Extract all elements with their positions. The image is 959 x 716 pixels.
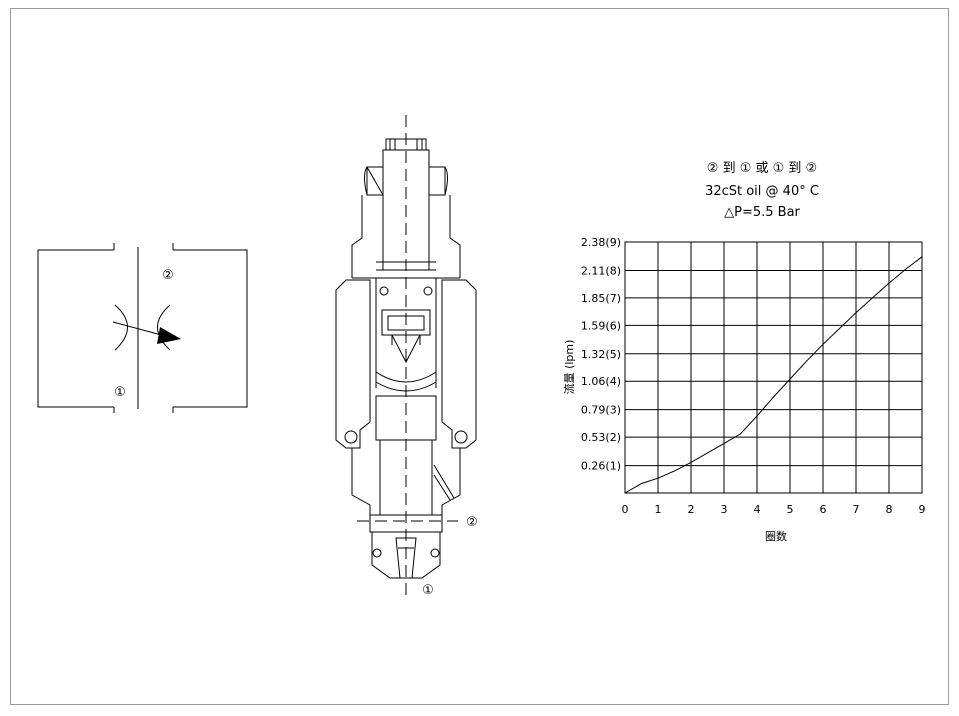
- x-tick-labels: 0 1 2 3 4 5 6 7 8 9: [622, 503, 926, 516]
- x-tick-label: 4: [754, 503, 761, 516]
- adjust-arrow-line: [112, 321, 166, 337]
- chart-title-line-3: △P=5.5 Bar: [724, 205, 800, 220]
- port-1-orifice: [395, 537, 417, 579]
- o-ring-lower-right: [430, 548, 440, 558]
- adjust-arrowhead-icon: [157, 327, 181, 344]
- y-tick-label: 0.53(2): [581, 431, 621, 444]
- symbol-right-box: [173, 249, 248, 408]
- y-axis-label: 流量 (lpm): [562, 340, 576, 395]
- x-tick-label: 5: [787, 503, 794, 516]
- symbol-left-box: [37, 249, 114, 408]
- symbol-port-1-label: ①: [114, 385, 126, 400]
- x-tick-label: 7: [853, 503, 860, 516]
- port-2-passage: [433, 464, 455, 499]
- x-tick-label: 1: [655, 503, 662, 516]
- lower-body: [351, 447, 461, 515]
- orifice-arc-right: [157, 304, 171, 351]
- spool-head: [381, 309, 431, 336]
- y-tick-label: 2.11(8): [581, 264, 621, 277]
- seat-curve: [375, 371, 437, 383]
- y-tick-label: 1.32(5): [581, 348, 621, 361]
- valve-symbol: ② ①: [37, 243, 248, 413]
- x-tick-label: 0: [622, 503, 629, 516]
- chart-grid: [624, 241, 923, 494]
- y-tick-label: 0.26(1): [581, 460, 621, 473]
- cutaway-port-2-label: ②: [466, 515, 478, 530]
- page-frame: [10, 8, 949, 705]
- x-tick-label: 2: [688, 503, 695, 516]
- o-ring-mid-right: [454, 430, 468, 444]
- middle-block: [375, 395, 437, 441]
- symbol-port-2-label: ②: [162, 268, 174, 283]
- y-tick-label: 1.59(6): [581, 319, 621, 332]
- cutaway-port-1-label: ①: [422, 583, 434, 598]
- chart-title-line-1: ② 到 ① 或 ① 到 ②: [707, 161, 817, 176]
- plot-border: [624, 241, 923, 494]
- cartridge-nose: [369, 514, 443, 533]
- y-tick-label: 1.06(4): [581, 375, 621, 388]
- y-tick-label: 0.79(3): [581, 404, 621, 417]
- housing-right: [441, 279, 477, 449]
- valve-cutaway: ② ①: [335, 115, 478, 600]
- upper-body: [351, 195, 461, 278]
- needle-tip: [391, 334, 421, 364]
- x-tick-label: 6: [820, 503, 827, 516]
- x-tick-label: 9: [919, 503, 926, 516]
- o-ring-lower-left: [372, 548, 382, 558]
- x-tick-label: 8: [886, 503, 893, 516]
- orifice-arc-left: [114, 304, 128, 351]
- o-ring-mid-left: [344, 430, 358, 444]
- chart-title-line-2: 32cSt oil @ 40° C: [705, 184, 819, 199]
- x-axis-label: 圈数: [765, 530, 787, 543]
- flow-chart: ② 到 ① 或 ① 到 ② 32cSt oil @ 40° C △P=5.5 B…: [562, 161, 926, 543]
- o-ring-upper-right: [423, 286, 433, 296]
- y-tick-label: 1.85(7): [581, 292, 621, 305]
- x-tick-label: 3: [721, 503, 728, 516]
- y-tick-labels: 0.26(1) 0.53(2) 0.79(3) 1.06(4) 1.32(5) 1.59(…: [581, 236, 621, 473]
- o-ring-upper-left: [379, 286, 389, 296]
- y-tick-label: 2.38(9): [581, 236, 621, 249]
- flow-curve-line: [624, 256, 923, 494]
- housing-left: [335, 279, 371, 449]
